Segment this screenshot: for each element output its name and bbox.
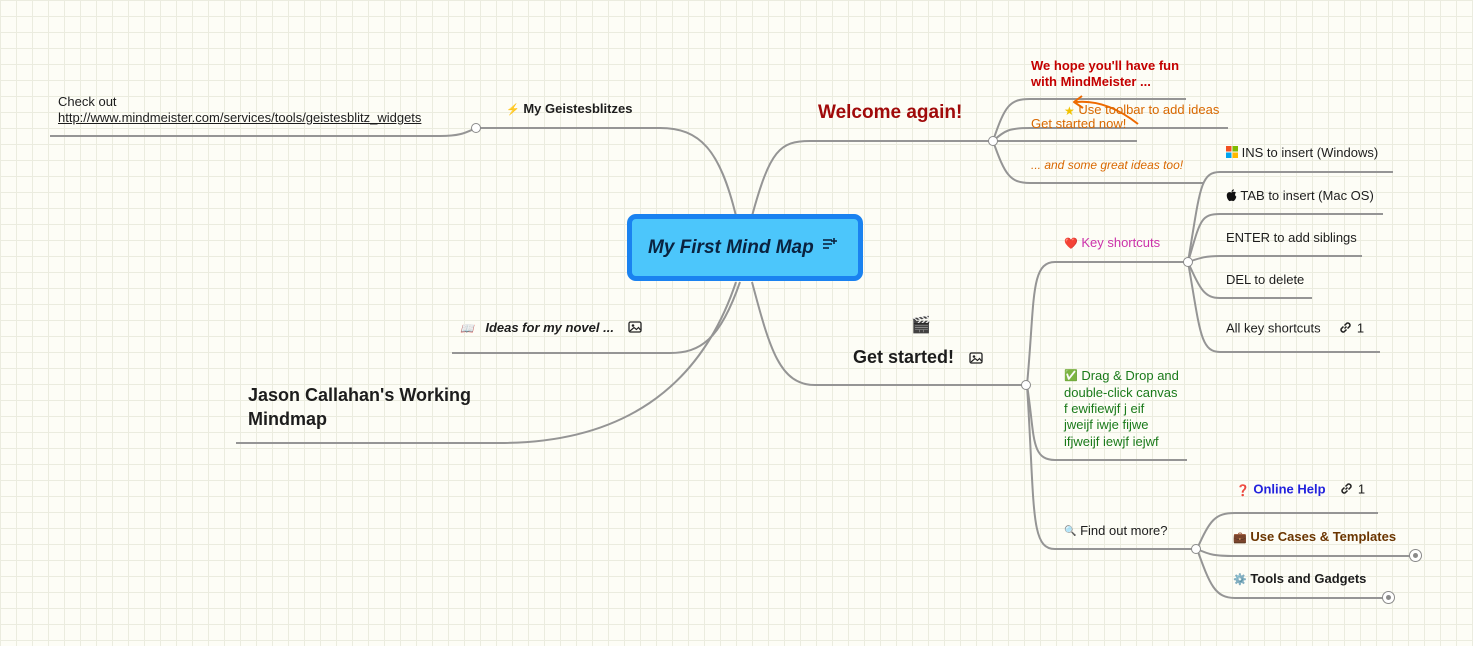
notes-icon[interactable] <box>822 237 838 256</box>
find-more-label: Find out more? <box>1080 523 1168 538</box>
shortcut-del-node[interactable]: DEL to delete <box>1226 272 1304 287</box>
magnifier-icon: 🔍 <box>1064 526 1077 538</box>
use-cases-node[interactable]: 💼 Use Cases & Templates <box>1233 529 1396 544</box>
use-cases-label: Use Cases & Templates <box>1250 529 1397 544</box>
all-shortcuts-node[interactable]: All key shortcuts 1 <box>1226 320 1364 338</box>
link-count: 1 <box>1357 481 1366 497</box>
online-help-label: Online Help <box>1253 481 1326 497</box>
drag-drop-line: double-click canvas <box>1064 384 1178 400</box>
shortcut-label: All key shortcuts <box>1226 320 1321 336</box>
fun-line-1: We hope you'll have fun <box>1031 58 1180 73</box>
jason-line-1: Jason Callahan's Working <box>248 385 472 405</box>
key-shortcuts-node[interactable]: ❤️ Key shortcuts <box>1064 235 1160 250</box>
novel-label: Ideas for my novel ... <box>485 320 614 335</box>
jason-node[interactable]: Jason Callahan's Working Mindmap <box>248 383 471 431</box>
shortcut-ins-node[interactable]: INS to insert (Windows) <box>1226 145 1378 161</box>
check-icon: ✅ <box>1064 370 1078 383</box>
toolbar-label: Use toolbar to add ideas <box>1078 102 1220 117</box>
briefcase-icon: 💼 <box>1233 532 1247 545</box>
great-ideas-label: ... and some great ideas too! <box>1031 158 1184 172</box>
gear-icon: ⚙️ <box>1233 574 1247 587</box>
geistesblitz-widgets-link[interactable]: http://www.mindmeister.com/services/tool… <box>58 110 422 125</box>
welcome-node[interactable]: Welcome again! <box>818 102 962 124</box>
tools-label: Tools and Gadgets <box>1250 571 1367 586</box>
apple-icon <box>1226 188 1237 205</box>
book-icon: 📖 <box>460 323 474 336</box>
welcome-title: Welcome again! <box>818 102 963 123</box>
fun-node[interactable]: We hope you'll have fun with MindMeister… <box>1031 58 1179 90</box>
branch-knob[interactable] <box>988 136 998 146</box>
image-icon[interactable] <box>627 321 642 336</box>
shortcut-label: TAB to insert (Mac OS) <box>1240 188 1374 203</box>
find-more-node[interactable]: 🔍 Find out more? <box>1064 523 1168 538</box>
question-icon: ❓ <box>1236 484 1250 497</box>
started-now-node[interactable]: Get started now! <box>1031 116 1126 131</box>
shortcut-label: INS to insert (Windows) <box>1241 145 1379 160</box>
novel-node[interactable]: 📖 Ideas for my novel ... <box>460 320 642 336</box>
branch-knob[interactable] <box>1021 380 1031 390</box>
jason-line-2: Mindmap <box>248 409 327 429</box>
shortcut-label: DEL to delete <box>1226 272 1305 287</box>
toolbar-node[interactable]: ★ Use toolbar to add ideas <box>1064 102 1219 118</box>
checkout-text: Check out <box>58 94 117 109</box>
drag-drop-line: ifjweijf iewjf iejwf <box>1064 433 1159 449</box>
shortcut-tab-node[interactable]: TAB to insert (Mac OS) <box>1226 188 1374 205</box>
clapper-icon: 🎬 <box>911 317 931 334</box>
tools-node[interactable]: ⚙️ Tools and Gadgets <box>1233 571 1366 586</box>
branch-knob[interactable] <box>471 123 481 133</box>
heart-icon: ❤️ <box>1064 238 1078 251</box>
link-icon[interactable] <box>1339 481 1354 499</box>
central-topic-title: My First Mind Map <box>648 236 814 258</box>
key-shortcuts-label: Key shortcuts <box>1081 235 1161 250</box>
fun-line-2: with MindMeister ... <box>1031 74 1151 89</box>
geistesblitzes-node[interactable]: ⚡ My Geistesblitzes <box>506 101 632 116</box>
get-started-node[interactable]: Get started! <box>853 347 983 369</box>
get-started-title: Get started! <box>853 347 955 367</box>
windows-icon <box>1226 146 1238 161</box>
geistesblitzes-label: My Geistesblitzes <box>523 101 633 116</box>
branch-knob[interactable] <box>1183 257 1193 267</box>
shortcut-enter-node[interactable]: ENTER to add siblings <box>1226 230 1357 245</box>
link-icon[interactable] <box>1338 320 1353 338</box>
star-icon: ★ <box>1064 103 1075 118</box>
great-ideas-node[interactable]: ... and some great ideas too! <box>1031 158 1183 172</box>
lightning-icon: ⚡ <box>506 104 520 117</box>
branch-knob[interactable] <box>1191 544 1201 554</box>
started-now-label: Get started now! <box>1031 116 1127 131</box>
expand-toggle-icon[interactable] <box>1382 591 1395 604</box>
drag-drop-node[interactable]: ✅ Drag & Drop and double-click canvas f … <box>1064 368 1179 450</box>
drag-drop-line: f ewifiewjf j eif <box>1064 401 1145 416</box>
online-help-node[interactable]: ❓ Online Help 1 <box>1236 481 1365 499</box>
drag-drop-line: jweijf iwje fijwe <box>1064 417 1149 433</box>
central-topic[interactable]: My First Mind Map <box>627 214 863 281</box>
checkout-node[interactable]: Check out http://www.mindmeister.com/ser… <box>58 94 421 126</box>
image-icon[interactable] <box>969 348 983 369</box>
shortcut-label: ENTER to add siblings <box>1226 230 1357 245</box>
drag-drop-line: Drag & Drop and <box>1081 368 1179 383</box>
expand-toggle-icon[interactable] <box>1409 549 1422 562</box>
arrow-annotation <box>1073 95 1139 125</box>
link-count: 1 <box>1356 320 1365 336</box>
